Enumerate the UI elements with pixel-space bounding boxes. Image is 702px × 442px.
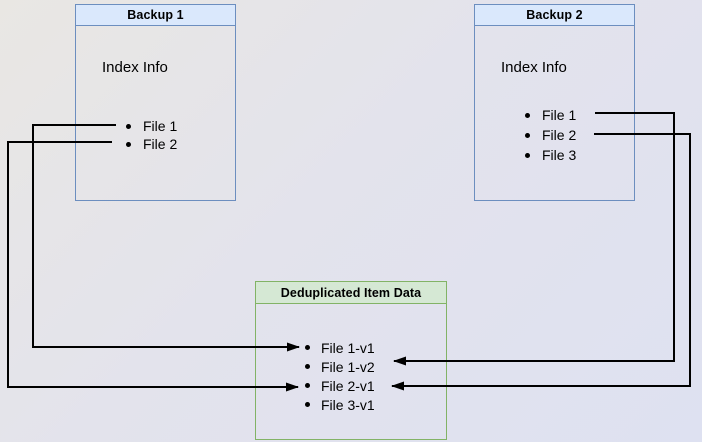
backup2-header: Backup 2 bbox=[475, 5, 634, 26]
bullet-icon bbox=[305, 402, 310, 407]
backup2-box: Backup 2 Index Info File 1 File 2 File 3 bbox=[474, 4, 635, 201]
file-label: File 3 bbox=[542, 147, 577, 163]
list-item: File 3 bbox=[475, 145, 634, 165]
bullet-icon bbox=[305, 383, 310, 388]
list-item: File 2 bbox=[475, 125, 634, 145]
file-label: File 1-v2 bbox=[321, 358, 375, 375]
file-label: File 1-v1 bbox=[321, 339, 375, 356]
bullet-icon bbox=[126, 123, 131, 129]
backup2-file-list: File 1 File 2 File 3 bbox=[475, 105, 634, 165]
file-label: File 1 bbox=[143, 118, 178, 134]
dedup-file-list: File 1-v1 File 1-v2 File 2-v1 File 3-v1 bbox=[256, 338, 446, 414]
file-label: File 2 bbox=[143, 136, 178, 152]
bullet-icon bbox=[525, 152, 530, 158]
list-item: File 1-v1 bbox=[256, 338, 446, 357]
file-label: File 2-v1 bbox=[321, 377, 375, 394]
backup1-header: Backup 1 bbox=[76, 5, 235, 26]
list-item: File 1 bbox=[76, 117, 235, 135]
backup1-title: Backup 1 bbox=[127, 8, 184, 22]
list-item: File 2 bbox=[76, 135, 235, 153]
bullet-icon bbox=[525, 112, 530, 118]
file-label: File 1 bbox=[542, 107, 577, 123]
backup1-box: Backup 1 Index Info File 1 File 2 bbox=[75, 4, 236, 201]
dedup-box: Deduplicated Item Data File 1-v1 File 1-… bbox=[255, 281, 447, 440]
list-item: File 1-v2 bbox=[256, 357, 446, 376]
dedup-header: Deduplicated Item Data bbox=[256, 282, 446, 304]
list-item: File 3-v1 bbox=[256, 395, 446, 414]
bullet-icon bbox=[525, 132, 530, 138]
file-label: File 3-v1 bbox=[321, 396, 375, 413]
backup1-index-info-label: Index Info bbox=[102, 59, 168, 76]
list-item: File 2-v1 bbox=[256, 376, 446, 395]
list-item: File 1 bbox=[475, 105, 634, 125]
file-label: File 2 bbox=[542, 127, 577, 143]
bullet-icon bbox=[305, 364, 310, 369]
bullet-icon bbox=[305, 345, 310, 350]
bullet-icon bbox=[126, 141, 131, 147]
dedup-title: Deduplicated Item Data bbox=[280, 285, 422, 300]
backup2-index-info-label: Index Info bbox=[501, 59, 567, 76]
backup2-title: Backup 2 bbox=[526, 8, 583, 22]
backup1-file-list: File 1 File 2 bbox=[76, 117, 235, 153]
